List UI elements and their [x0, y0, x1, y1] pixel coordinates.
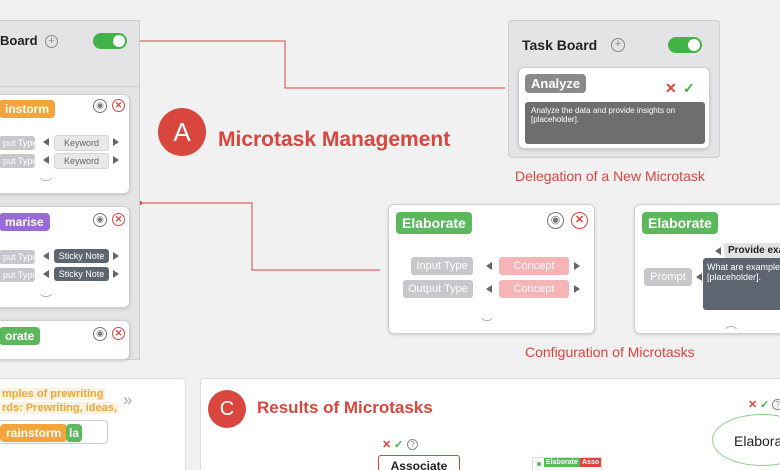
- help-icon[interactable]: ?: [407, 439, 418, 450]
- accept-icon[interactable]: ✓: [394, 439, 404, 451]
- close-icon[interactable]: ✕: [571, 212, 588, 229]
- add-icon[interactable]: +: [611, 38, 625, 52]
- accept-icon[interactable]: ✓: [683, 80, 695, 96]
- section-a-title: Microtask Management: [218, 128, 451, 151]
- prev-arrow[interactable]: [43, 156, 49, 164]
- prompt-label: Prompt: [644, 268, 692, 286]
- left-board-title: Board: [0, 33, 38, 48]
- section-c-badge: C: [208, 390, 246, 428]
- task-board-toggle[interactable]: [668, 37, 702, 53]
- reject-icon[interactable]: ✕: [665, 80, 677, 96]
- next-arrow[interactable]: [113, 138, 119, 146]
- mini-dot: [537, 462, 541, 466]
- task-tag-elaborate: Elaborate: [642, 212, 718, 234]
- input-type-label: put Type: [0, 136, 37, 150]
- input-type-value[interactable]: Keyword: [54, 135, 109, 151]
- close-icon[interactable]: ✕: [112, 213, 125, 226]
- task-card-analyze[interactable]: Analyze ✕ ✓ Analyze the data and provide…: [518, 67, 710, 149]
- elaborate-prompt-card[interactable]: Elaborate Provide exa Prompt What are ex…: [634, 204, 780, 334]
- prev-arrow[interactable]: [43, 270, 49, 278]
- input-type-value[interactable]: Sticky Note: [54, 249, 109, 263]
- accept-icon[interactable]: ✓: [760, 399, 770, 411]
- keywords-text-1: mples of prewriting: [0, 388, 106, 400]
- provide-example-pill[interactable]: Provide exa: [724, 243, 780, 258]
- config-connector: [140, 202, 380, 271]
- input-type-label: put Type: [0, 250, 37, 264]
- close-icon[interactable]: ✕: [112, 99, 125, 112]
- forward-icon[interactable]: »: [123, 390, 133, 409]
- associate-node[interactable]: Associate: [378, 455, 460, 470]
- task-tag-brainstorm: instorm: [0, 100, 56, 118]
- task-description: Analyze the data and provide insights on…: [525, 102, 705, 144]
- results-panel: [200, 378, 780, 470]
- hide-icon[interactable]: ◉: [547, 212, 564, 229]
- prompt-text[interactable]: What are example [placeholder].: [703, 258, 780, 310]
- hide-icon[interactable]: ◉: [93, 99, 107, 113]
- hide-icon[interactable]: ◉: [93, 327, 107, 341]
- prev-arrow[interactable]: [43, 138, 49, 146]
- next-arrow[interactable]: [113, 270, 119, 278]
- task-tag-elaborate: Elaborate: [396, 212, 472, 234]
- board-header-divider: [0, 86, 140, 87]
- close-icon[interactable]: ✕: [112, 327, 125, 340]
- configuration-caption: Configuration of Microtasks: [525, 344, 695, 360]
- delegation-connector: [62, 40, 505, 89]
- expand-chevron-icon[interactable]: ︶: [40, 293, 53, 307]
- elaborate-config-card[interactable]: Elaborate ◉ ✕ Input Type Concept Output …: [388, 204, 595, 334]
- mini-tag-elaborate: Elaborate: [544, 458, 580, 467]
- add-icon[interactable]: +: [45, 35, 58, 48]
- output-type-label: Output Type: [403, 280, 473, 298]
- task-tag-elaborate: orate: [0, 327, 41, 345]
- section-c-title: Results of Microtasks: [257, 398, 433, 417]
- prev-arrow[interactable]: [715, 247, 721, 255]
- output-type-value[interactable]: Sticky Note: [54, 267, 109, 281]
- output-type-label: put Type: [0, 268, 37, 282]
- prev-arrow[interactable]: [486, 285, 492, 293]
- task-tag-elaborate: la: [66, 424, 83, 442]
- reject-icon[interactable]: ✕: [382, 439, 392, 451]
- input-type-value[interactable]: Concept: [499, 257, 569, 275]
- task-tag-brainstorm: rainstorm: [0, 424, 68, 442]
- output-type-label: put Type: [0, 154, 37, 168]
- prev-arrow[interactable]: [696, 273, 702, 281]
- task-board-title: Task Board: [522, 37, 598, 53]
- microtask-card-summarise[interactable]: marise ◉ ✕ put Type Sticky Note put Type…: [0, 206, 130, 308]
- collapse-chevron-icon[interactable]: ︶: [481, 317, 494, 331]
- task-tag-analyze: Analyze: [525, 74, 587, 93]
- input-type-label: Input Type: [411, 257, 473, 275]
- help-icon[interactable]: ?: [772, 399, 780, 410]
- next-arrow[interactable]: [113, 156, 119, 164]
- next-arrow[interactable]: [574, 262, 580, 270]
- next-arrow[interactable]: [113, 252, 119, 260]
- task-tag-summarise: marise: [0, 213, 50, 231]
- next-arrow[interactable]: [574, 285, 580, 293]
- section-a-badge: A: [158, 108, 206, 156]
- output-type-value[interactable]: Concept: [499, 280, 569, 298]
- microtask-card-elaborate[interactable]: orate ◉ ✕: [0, 320, 130, 360]
- reject-icon[interactable]: ✕: [748, 399, 758, 411]
- elaborate-result-label: Elabora: [734, 433, 780, 449]
- delegation-caption: Delegation of a New Microtask: [515, 168, 705, 184]
- expand-chevron-icon[interactable]: ︶: [40, 177, 53, 191]
- prev-arrow[interactable]: [486, 262, 492, 270]
- board-toggle[interactable]: [93, 33, 127, 49]
- prev-arrow[interactable]: [43, 252, 49, 260]
- collapse-chevron-icon[interactable]: ︵: [725, 317, 738, 331]
- keywords-text-2: rds: Prewriting, ideas,: [0, 402, 119, 414]
- output-type-value[interactable]: Keyword: [54, 153, 109, 169]
- hide-icon[interactable]: ◉: [93, 213, 107, 227]
- microtask-card-brainstorm[interactable]: instorm ◉ ✕ put Type Keyword put Type Ke…: [0, 94, 130, 194]
- mini-tag-associate: Asso: [580, 458, 602, 467]
